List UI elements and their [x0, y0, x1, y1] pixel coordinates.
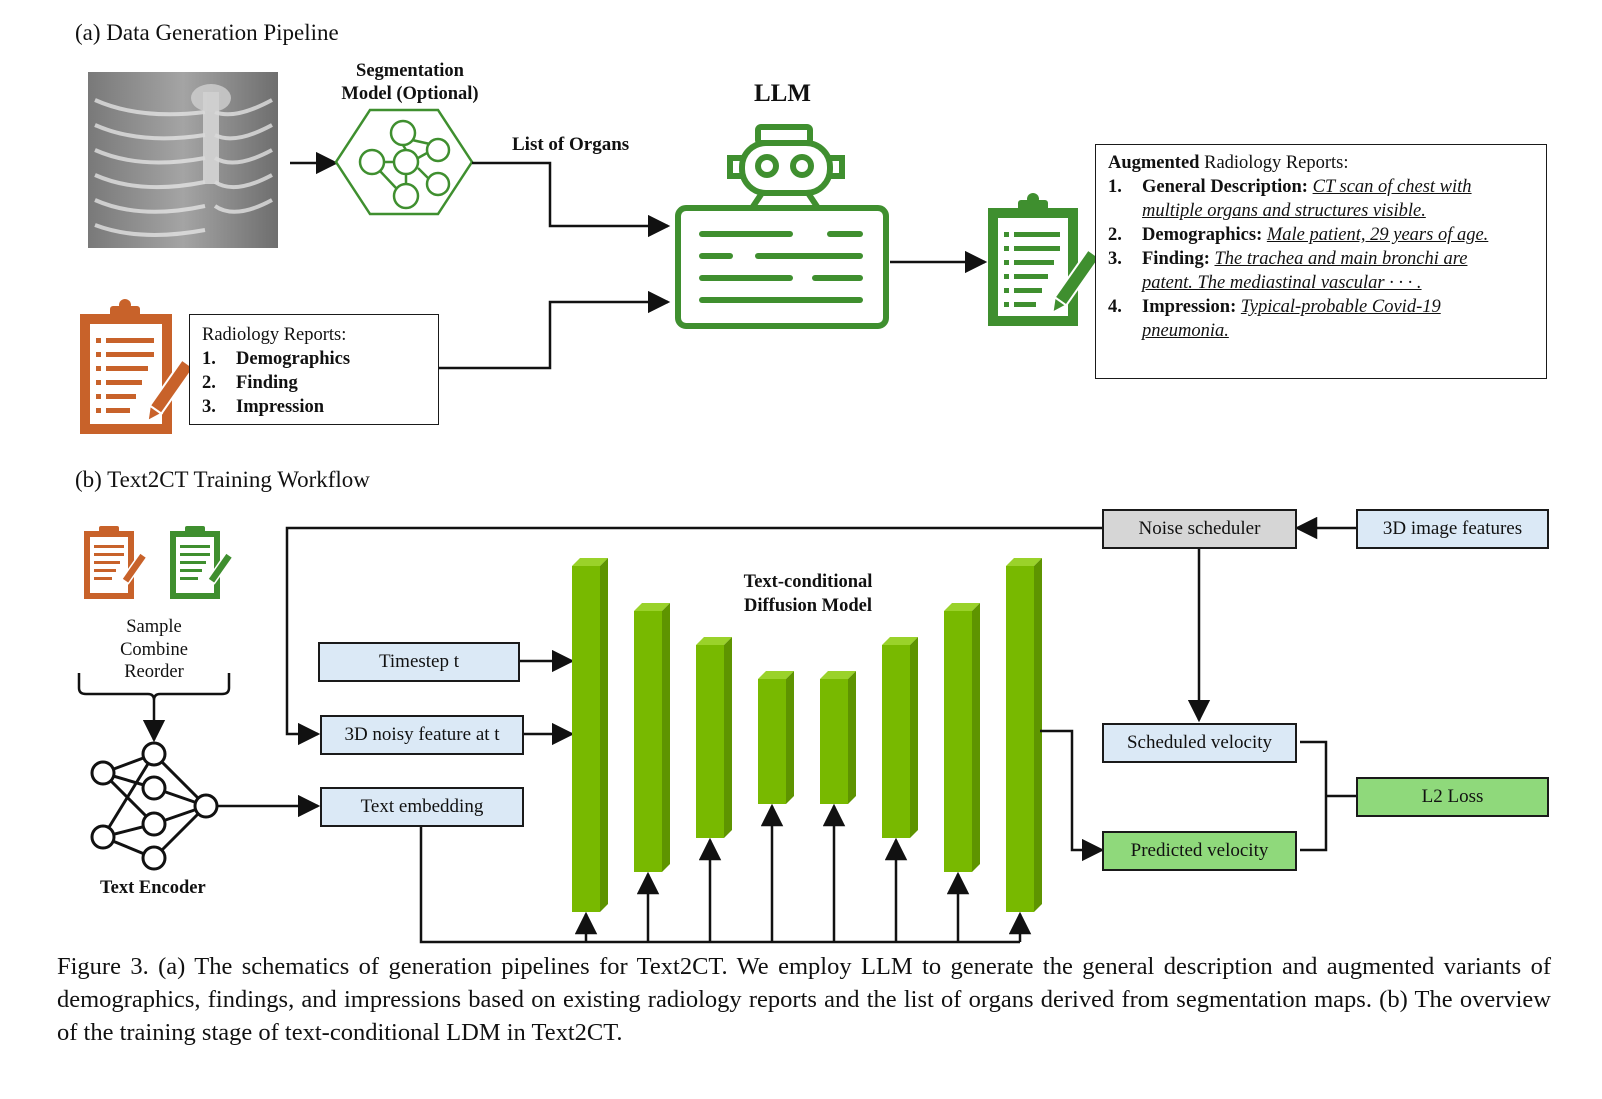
- bus-trunk: [419, 827, 1020, 944]
- noisy-feature-box: 3D noisy feature at t: [320, 715, 524, 755]
- list-item: 4.Impression: Typical-probable Covid-19: [1108, 297, 1441, 317]
- unet-block: [820, 671, 856, 804]
- text-encoder-label: Text Encoder: [100, 878, 206, 898]
- noise-scheduler-box: Noise scheduler: [1102, 509, 1297, 549]
- sample-label: Sample: [126, 617, 182, 637]
- list-item: 1.Demographics: [202, 349, 351, 369]
- list-item: 2.Finding: [202, 373, 298, 393]
- network-hexagon-icon: [334, 108, 474, 216]
- augmented-reports-heading: Augmented Radiology Reports:: [1108, 153, 1349, 173]
- unet-block: [1006, 558, 1042, 912]
- list-item: 2.Demographics: Male patient, 29 years o…: [1108, 225, 1489, 245]
- unet-block: [758, 671, 794, 804]
- section-b-title: (b) Text2CT Training Workflow: [75, 467, 370, 492]
- arrow-scheduler-to-noisy: [285, 526, 1102, 746]
- ct-scan-image: [88, 72, 278, 248]
- llm-label: LLM: [754, 80, 811, 107]
- arrow-reports-to-llm: [438, 290, 671, 370]
- predicted-velocity-box: Predicted velocity: [1102, 831, 1297, 871]
- clipboard-report-icon: [170, 526, 234, 599]
- list-item-cont: multiple organs and structures visible.: [1142, 201, 1426, 221]
- arrow-organs-to-llm: [472, 161, 671, 238]
- list-item-cont: pneumonia.: [1142, 321, 1229, 341]
- scheduled-velocity-box: Scheduled velocity: [1102, 723, 1297, 763]
- text-embedding-box: Text embedding: [320, 787, 524, 827]
- unet-block: [696, 637, 732, 838]
- timestep-box: Timestep t: [318, 642, 520, 682]
- diffusion-model-label: Text-conditional Diffusion Model: [718, 571, 898, 618]
- reorder-label: Reorder: [124, 662, 184, 682]
- section-a-title: (a) Data Generation Pipeline: [75, 20, 339, 45]
- unet-block: [882, 637, 918, 838]
- image-features-box: 3D image features: [1356, 509, 1549, 549]
- list-item: 3.Impression: [202, 397, 325, 417]
- neural-network-icon: [90, 741, 219, 871]
- unet-block: [634, 603, 670, 872]
- combine-label: Combine: [120, 639, 188, 660]
- figure-caption: Figure 3. (a) The schematics of generati…: [57, 953, 1551, 1046]
- input-reports-box: Radiology Reports: 1.Demographics 2.Find…: [189, 314, 439, 425]
- clipboard-report-icon: [80, 299, 195, 434]
- input-reports-heading: Radiology Reports:: [202, 325, 347, 345]
- list-item: 3.Finding: The trachea and main bronchi …: [1108, 249, 1468, 269]
- unet-block: [572, 558, 608, 912]
- robot-icon: [675, 124, 889, 329]
- model-label-line2: Diffusion Model: [744, 595, 872, 616]
- segmentation-label-line2: Model (Optional): [341, 84, 479, 104]
- augmented-reports-box: Augmented Radiology Reports: 1.General D…: [1095, 144, 1547, 379]
- clipboard-report-icon: [988, 193, 1101, 326]
- text-embedding-bus: [419, 803, 1032, 944]
- l2-loss-box: L2 Loss: [1356, 777, 1549, 817]
- segmentation-label-line1: Segmentation: [356, 61, 464, 81]
- bracket-velocities: [1300, 740, 1328, 852]
- unet-block: [944, 603, 980, 872]
- list-item-cont: patent. The mediastinal vascular · · · .: [1142, 273, 1422, 293]
- list-item: 1.General Description: CT scan of chest …: [1108, 177, 1472, 197]
- model-label-line1: Text-conditional: [743, 572, 873, 592]
- segmentation-label: Segmentation Model (Optional): [330, 60, 490, 106]
- unet-blocks: [572, 558, 1042, 912]
- clipboard-report-icon: [84, 526, 148, 599]
- sample-combine-reorder-label: Sample Combine Reorder: [104, 616, 204, 684]
- list-of-organs-label: List of Organs: [512, 134, 630, 155]
- arrow-unet-to-predicted: [1040, 729, 1105, 862]
